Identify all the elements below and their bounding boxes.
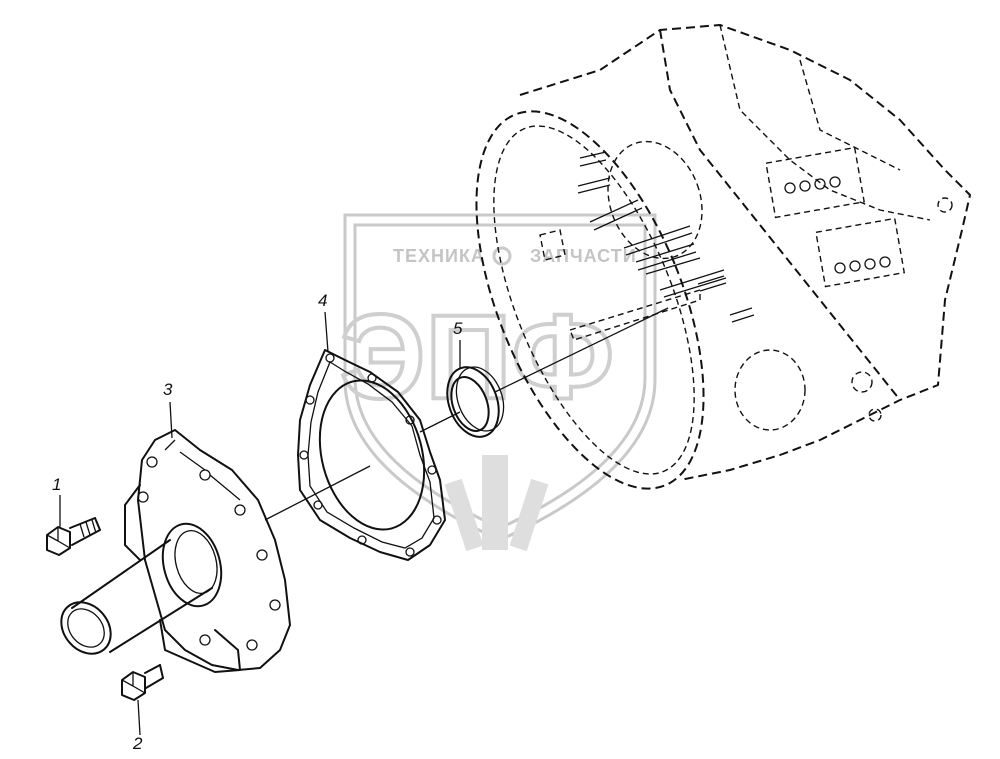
watermark-gear-icon (492, 246, 512, 266)
guide-sleeve-tube (60, 522, 223, 655)
part-3-bearing-cover (60, 429, 291, 673)
part-4-gasket (297, 349, 446, 561)
watermark-tower-icon (444, 455, 549, 552)
callout-5: 5 (453, 319, 463, 338)
housing-studs (577, 151, 755, 323)
part-1-bolt (46, 517, 101, 556)
transmission-housing (475, 24, 971, 490)
leader-lines (59, 311, 461, 736)
callout-4: 4 (318, 291, 327, 310)
watermark-brand-right: ЗАПЧАСТИ (530, 246, 637, 266)
gasket-bolt-holes (299, 353, 442, 557)
part-5-seal (446, 366, 505, 438)
cover-bolt-holes (137, 456, 281, 651)
callout-3: 3 (163, 380, 173, 399)
housing-holes (784, 176, 891, 274)
watermark: ТЕХНИКА ЗАПЧАСТИ ЭПФ (338, 213, 657, 552)
callout-2: 2 (132, 734, 143, 753)
watermark-logo-letters: ЭПФ (340, 290, 614, 424)
watermark-brand-left: ТЕХНИКА (393, 246, 485, 266)
callout-1: 1 (52, 475, 61, 494)
part-2-bolt (121, 664, 164, 701)
